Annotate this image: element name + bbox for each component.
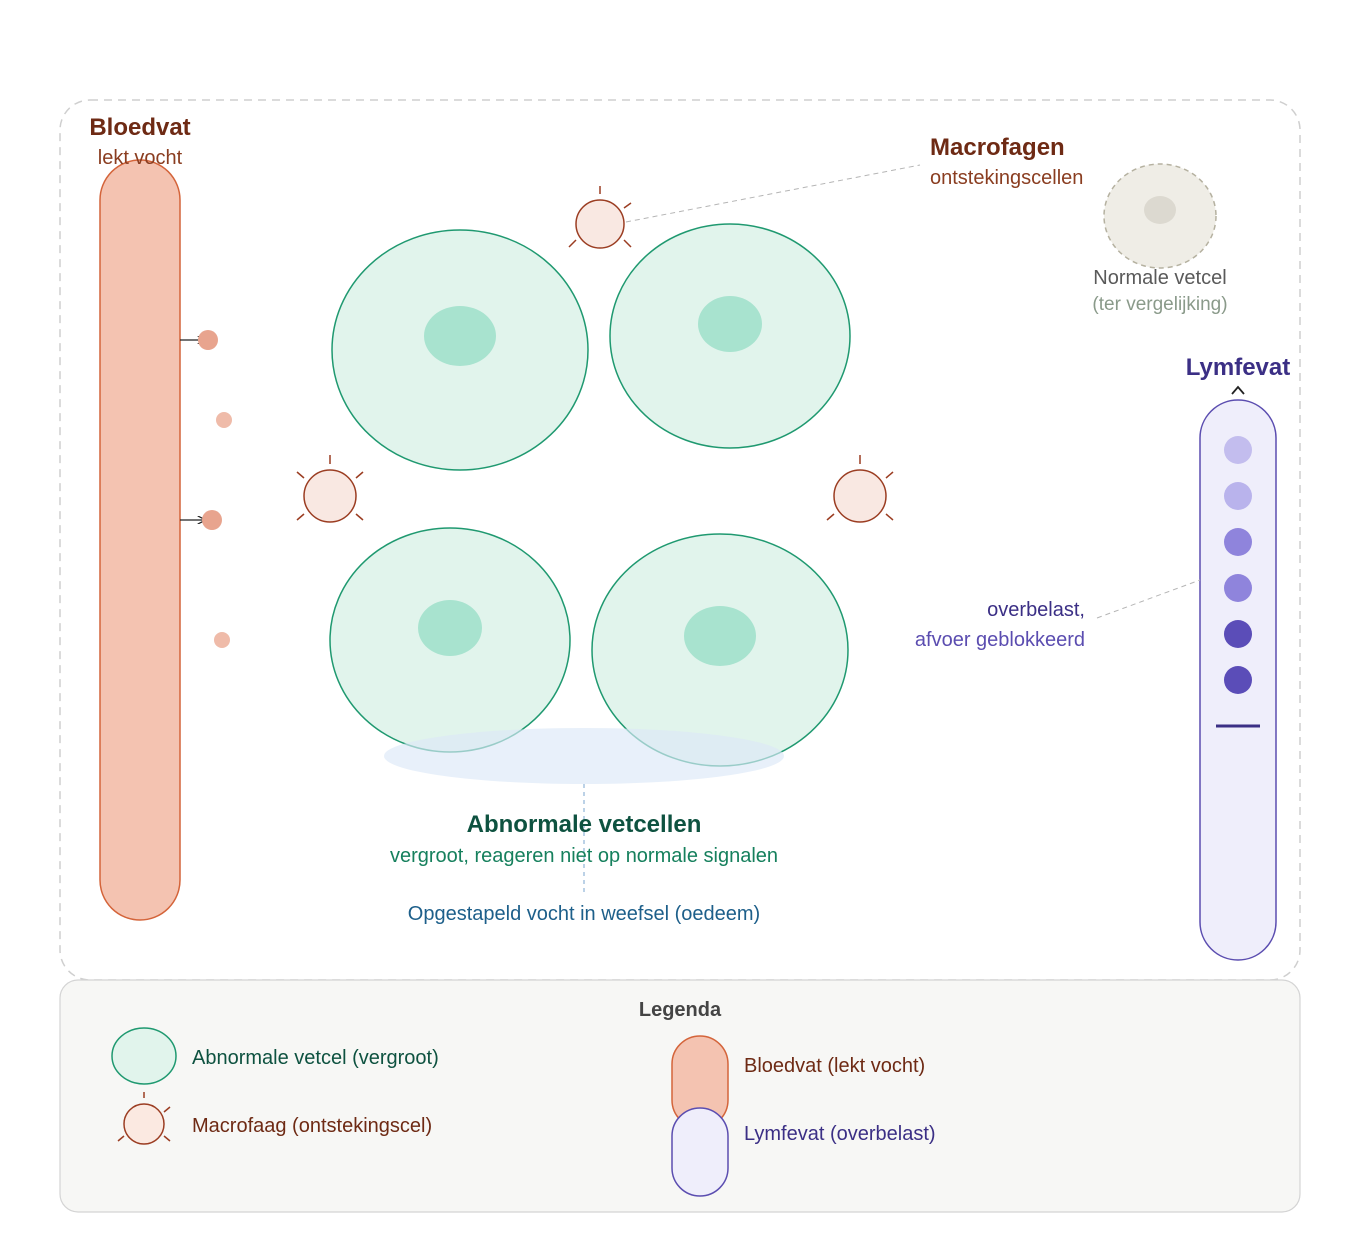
- lymph-particle: [1224, 666, 1252, 694]
- legend: Legenda Abnormale vetcel (vergroot) Macr…: [59, 979, 1301, 1213]
- legend-label-macrophage: Macrofaag (ontstekingscel): [192, 1115, 432, 1137]
- lymph-particle: [1224, 436, 1252, 464]
- legend-title: Legenda: [639, 999, 722, 1021]
- leaking-fluid: [180, 330, 232, 648]
- cell-nucleus: [418, 600, 482, 656]
- lymph-particle: [1224, 482, 1252, 510]
- normal-cell-title: Normale vetcel: [1093, 267, 1226, 289]
- cell-nucleus: [684, 606, 756, 666]
- lymph-particle: [1224, 620, 1252, 648]
- lymph-vessel-title: Lymfevat: [1186, 354, 1290, 381]
- lymph-note-line1: overbelast,: [987, 599, 1085, 621]
- lymph-flow-arrow-icon: [1231, 385, 1245, 395]
- edema-label: Opgestapeld vocht in weefsel (oedeem): [408, 903, 760, 925]
- fluid-droplet: [216, 412, 232, 428]
- blood-vessel-title: Bloedvat: [89, 114, 190, 141]
- normal-fat-cell: Normale vetcel (ter vergelijking): [1092, 163, 1228, 315]
- lymph-particle: [1224, 528, 1252, 556]
- normal-cell-subtitle: (ter vergelijking): [1092, 294, 1227, 315]
- legend-swatch-fat-cell: [111, 1027, 177, 1085]
- macrophage: [826, 455, 894, 523]
- cell-nucleus: [1144, 196, 1176, 224]
- lymph-vessel: Lymfevat: [1186, 354, 1290, 961]
- fluid-droplet: [198, 330, 218, 350]
- macrophage-pointer-line: [625, 164, 921, 223]
- cell-nucleus: [424, 306, 496, 366]
- abnormal-cells-subtitle: vergroot, reageren niet op normale signa…: [390, 845, 778, 867]
- macrophage: [296, 455, 364, 523]
- macrophage: [568, 186, 632, 249]
- blood-vessel-subtitle: lekt vocht: [98, 147, 183, 169]
- tissue-frame: [59, 99, 1301, 981]
- legend-label-fat-cell: Abnormale vetcel (vergroot): [192, 1047, 439, 1069]
- fluid-droplet: [202, 510, 222, 530]
- cell-nucleus: [698, 296, 762, 352]
- legend-swatch-macrophage: [117, 1092, 171, 1145]
- blood-vessel-tube: [99, 159, 181, 921]
- macrophages-subtitle: ontstekingscellen: [930, 167, 1083, 189]
- blood-vessel: Bloedvat lekt vocht: [89, 114, 191, 921]
- abnormal-fat-cells: [329, 223, 851, 767]
- legend-swatch-lymph-vessel: [671, 1107, 729, 1197]
- lymph-note-line2: afvoer geblokkeerd: [915, 629, 1085, 651]
- lymph-particle: [1224, 574, 1252, 602]
- legend-label-blood-vessel: Bloedvat (lekt vocht): [744, 1055, 925, 1077]
- edema-pool: [384, 728, 784, 784]
- lymph-pointer-line: [1096, 579, 1201, 619]
- legend-label-lymph-vessel: Lymfevat (overbelast): [744, 1123, 936, 1145]
- abnormal-cells-title: Abnormale vetcellen: [467, 811, 702, 838]
- macrophages-title: Macrofagen: [930, 134, 1065, 161]
- fluid-droplet: [214, 632, 230, 648]
